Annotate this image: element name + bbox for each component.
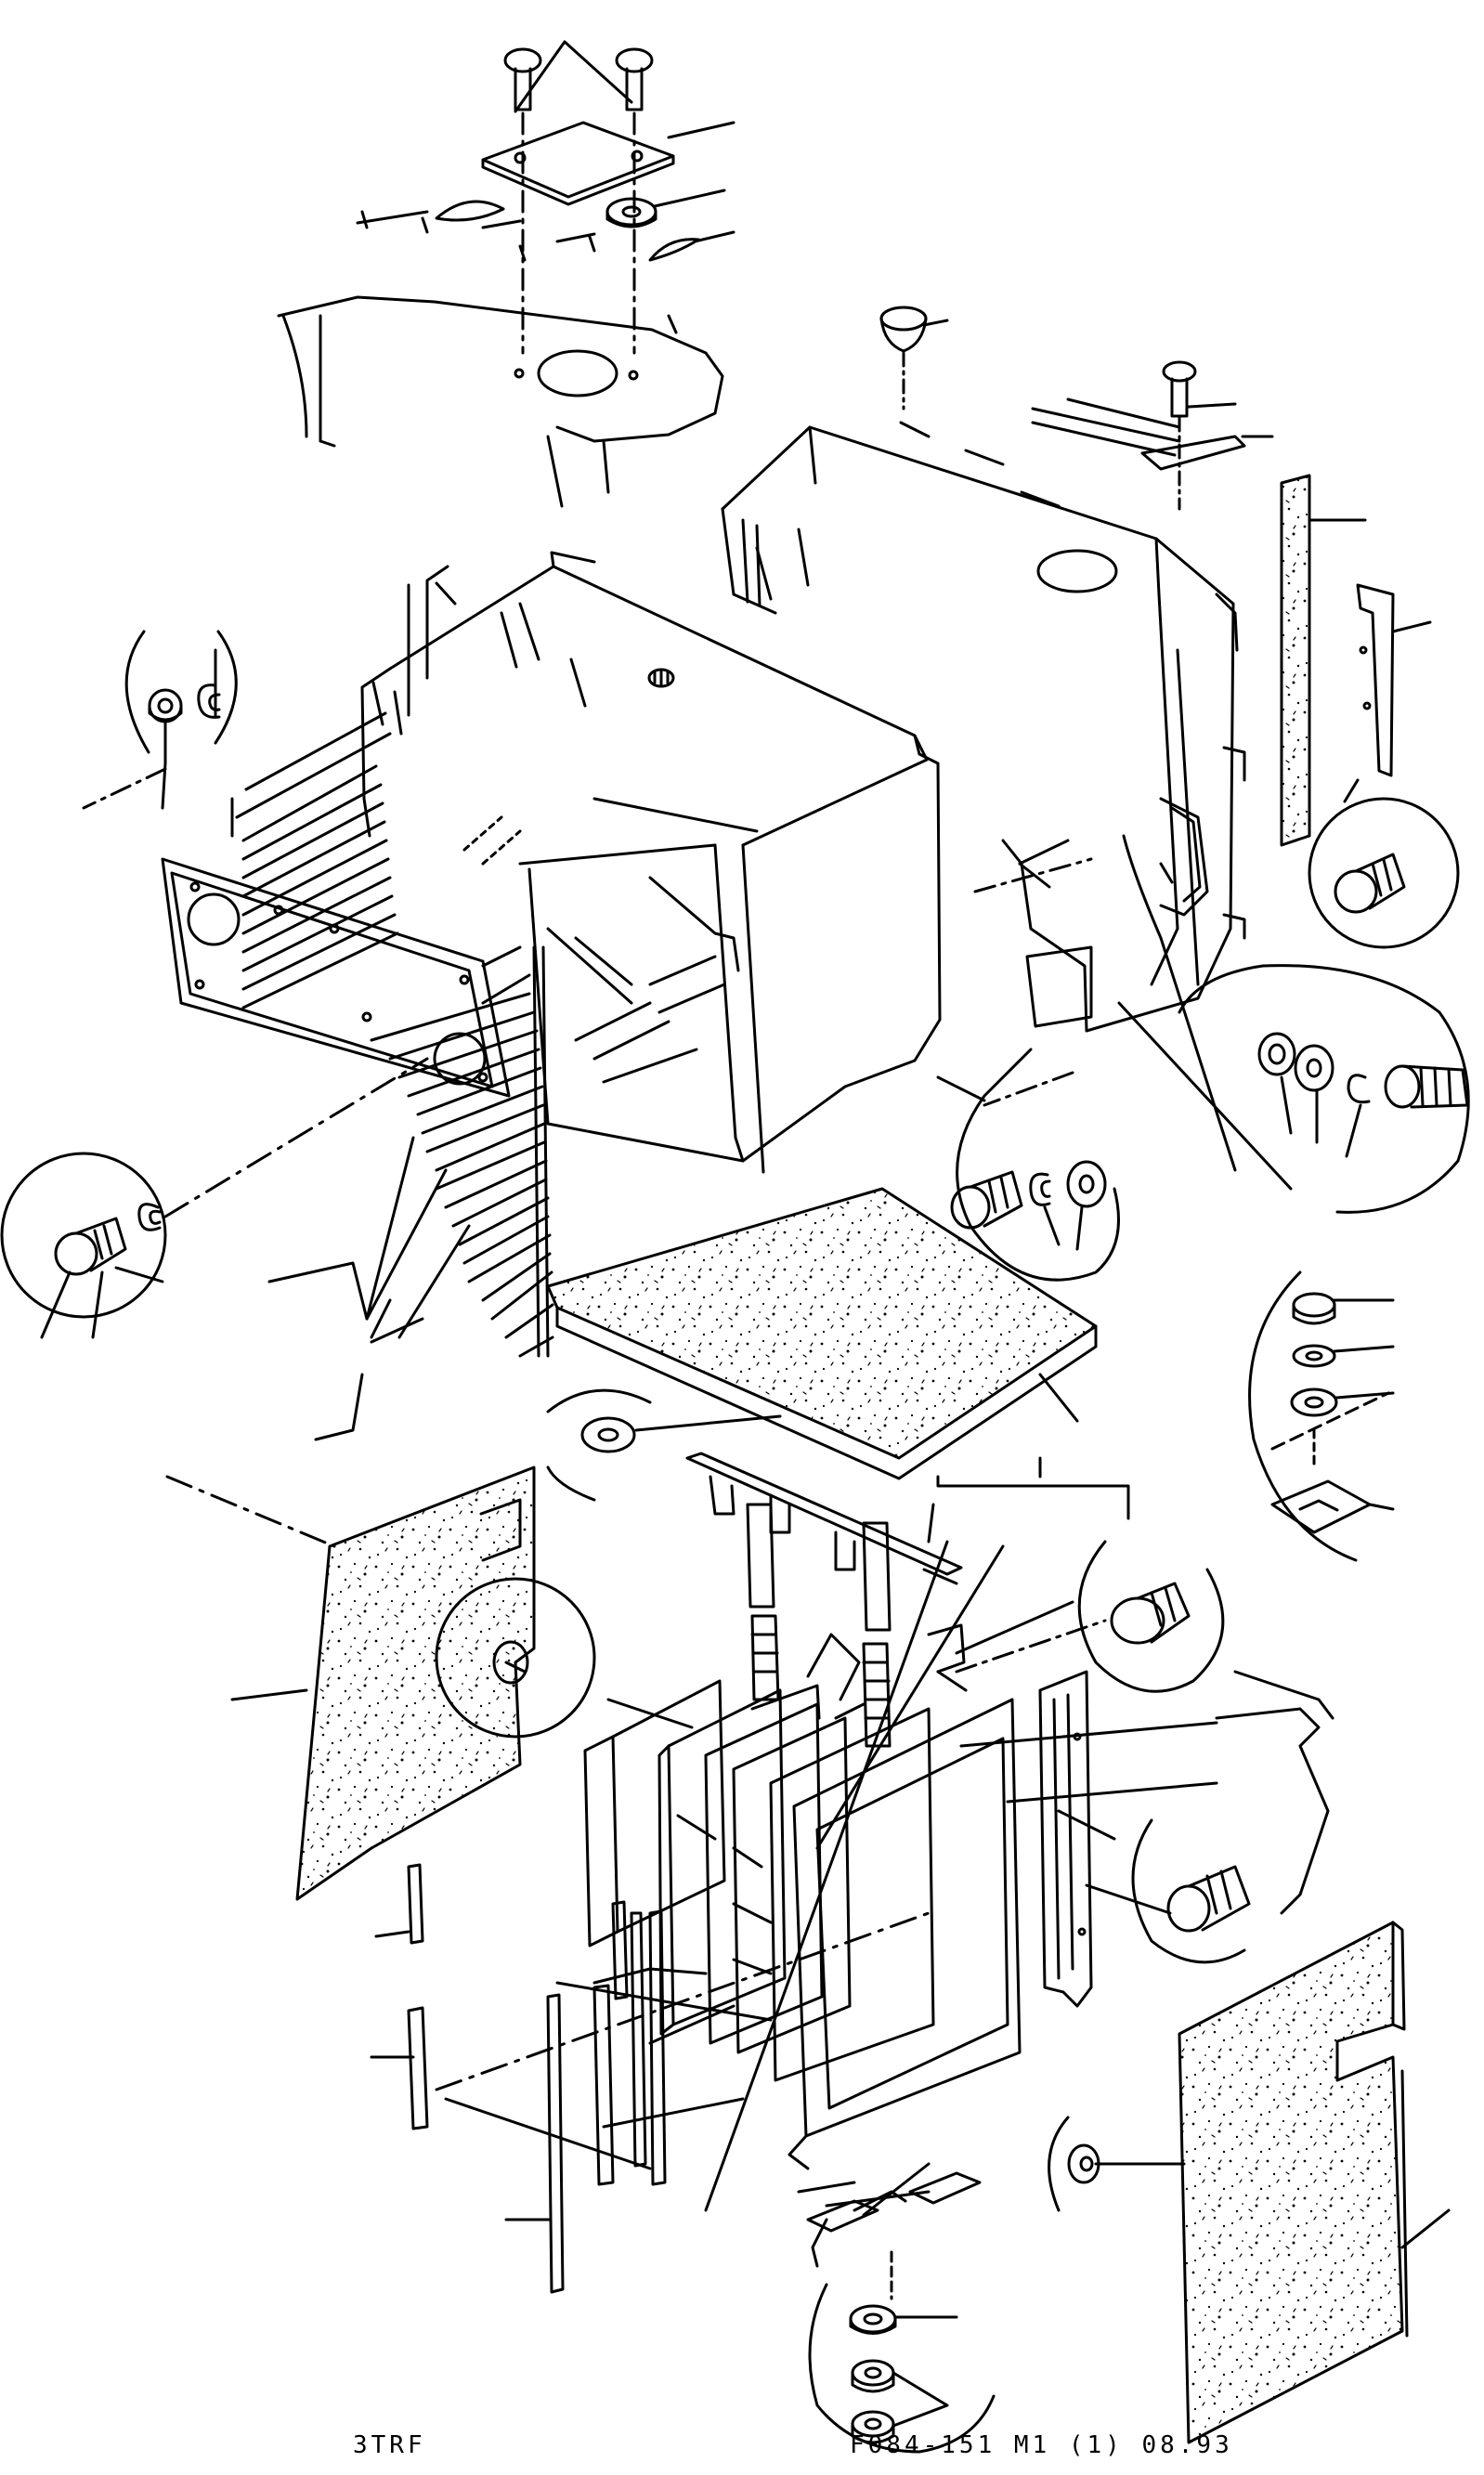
filler-hole-icon <box>537 349 618 397</box>
lockwasher-center-icon <box>1029 1172 1051 1206</box>
bottom-washer-icon <box>849 2304 897 2335</box>
panel-washer-icon <box>492 1640 529 1685</box>
detail-circle-bolt-washer <box>936 1048 1120 1282</box>
bolt-center-icon <box>950 1170 1023 1230</box>
rubber-strip <box>1280 474 1367 847</box>
right-lower-bolt-icon <box>1166 1865 1251 1933</box>
radiator-feet <box>806 2162 982 2268</box>
grille-hole-left-icon <box>187 892 241 946</box>
grille-panel <box>161 711 554 1358</box>
bolt-right-icon <box>1334 853 1406 914</box>
top-cap-group <box>435 40 735 355</box>
washer-icon <box>605 197 657 228</box>
grille-leader-3 <box>370 1224 471 1339</box>
cotter-leader <box>693 230 735 243</box>
strip-bolt-icon <box>1031 360 1274 511</box>
detail-circle-bracket-bolt <box>955 1540 1225 1693</box>
radiator-leader-3 <box>606 1698 717 1841</box>
detail-circle-nut-lockwasher <box>82 630 238 810</box>
bolt-icon <box>54 1217 127 1276</box>
detail-circle-panel-washer <box>435 1577 596 1739</box>
detail-circle-shim-stack <box>1117 1001 1395 1562</box>
detail-circle-bolt-right-upper <box>1308 778 1460 949</box>
rear-hood <box>721 421 1246 1033</box>
radiator-leader-1 <box>815 1544 1005 1850</box>
cover-plate-icon <box>481 121 675 206</box>
lockwasher-left-icon <box>137 1203 162 1231</box>
grille-leader-4 <box>370 1317 424 1344</box>
nut-right-icon <box>1257 1032 1296 1076</box>
detail-circle-right-panel-washer <box>1048 2116 1186 2212</box>
grommet-icon <box>879 306 949 410</box>
support-pad <box>546 1187 1098 1480</box>
grille-leader-1 <box>267 1261 369 1321</box>
lockwasher-right-icon <box>1347 1074 1371 1104</box>
mounting-bracket <box>685 1452 1130 1585</box>
pin-right-icon <box>615 47 654 111</box>
grille-leader-2 <box>365 1136 448 1321</box>
bottom-nut2-icon <box>851 2410 895 2444</box>
drawing-code-right: F084-151 M1 (1) 08.93 <box>850 2431 1233 2459</box>
nut-stack-icon <box>1292 1292 1336 1325</box>
right-side-panel <box>1178 1921 1451 2444</box>
washer-stack-icon <box>1290 1387 1338 1417</box>
upper-rear-hood <box>277 210 724 508</box>
washer-center-icon <box>1066 1160 1107 1208</box>
cotter-pin-left-icon <box>435 200 505 222</box>
drawing-code-left: 3TRF <box>353 2431 426 2459</box>
bracket-bolt-icon <box>1110 1582 1191 1645</box>
cotter-pin-right-icon <box>648 238 700 262</box>
lockwasher-stack-icon <box>1292 1344 1336 1368</box>
detail-circle-bolt-left <box>0 1057 429 1339</box>
front-hood <box>360 551 942 1174</box>
right-panel-washer-icon <box>1067 2143 1100 2184</box>
pad-washer-icon <box>580 1416 636 1453</box>
detail-circle-nut-washer-bolt <box>1122 834 1470 1214</box>
radiator-core-assembly <box>583 1623 1218 2170</box>
channel-bracket <box>1038 1670 1116 2008</box>
bottom-nut-icon <box>851 2359 895 2393</box>
top-hole-icon <box>1036 549 1118 593</box>
washer-right-icon <box>1294 1044 1334 1092</box>
washer-leader <box>653 189 726 208</box>
cap-pin-callout <box>514 40 633 113</box>
nut-icon <box>148 688 183 723</box>
center-axis-line <box>983 1071 1074 1107</box>
pin-left-icon <box>503 47 542 111</box>
pad-washer-detail <box>546 1388 782 1502</box>
grille-hole-right-icon <box>433 1032 487 1086</box>
seal-strips <box>370 1863 931 2294</box>
bolt-right-mid-icon <box>1384 1064 1469 1109</box>
detail-circle-bottom-stack <box>808 2250 996 2454</box>
bracket-strip <box>1356 583 1432 777</box>
grommet-nut-icon <box>647 668 675 688</box>
stud-right <box>862 1521 892 1748</box>
cover-plate-leader <box>667 121 735 139</box>
radiator-leader-2 <box>704 1540 949 2212</box>
left-side-panel <box>165 1373 536 1901</box>
handle-icon <box>1159 797 1209 917</box>
detail-circle-right-lower-bolt <box>1085 1670 1334 1964</box>
grille-plate <box>161 857 511 1098</box>
